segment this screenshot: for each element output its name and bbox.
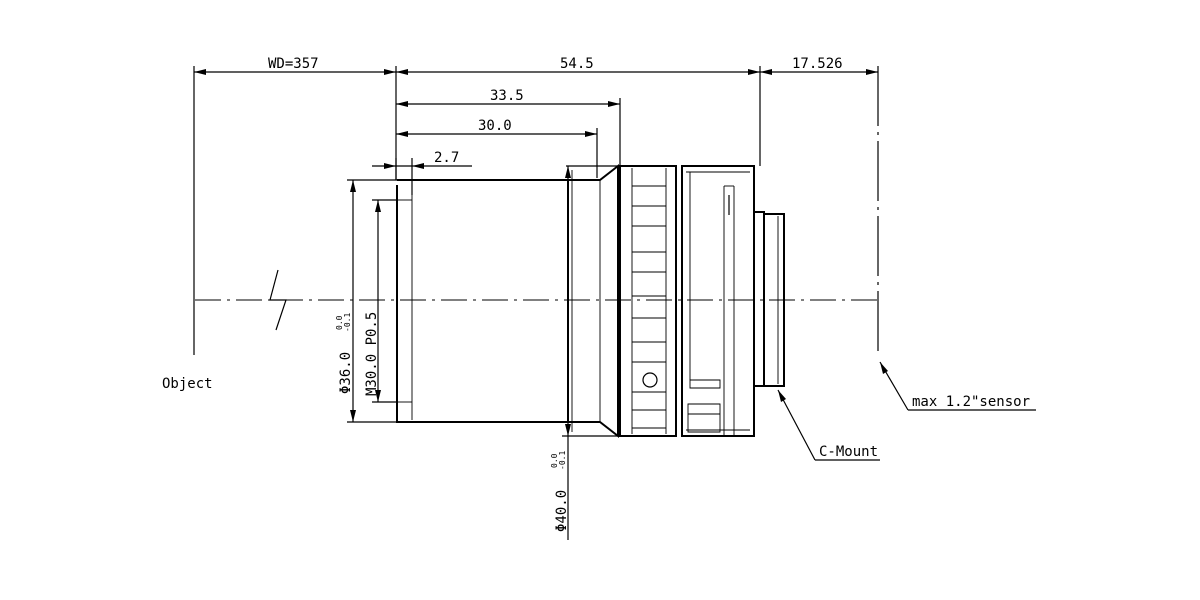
dimension-flange-to-sensor [760, 69, 878, 75]
flange-distance-label: 17.526 [792, 56, 843, 72]
filter-thread-label: M30.0 P0.5 [364, 312, 380, 396]
dimension-filter-thread [372, 199, 397, 403]
dimension-30-0 [396, 128, 598, 178]
dimension-body-diameter [562, 166, 620, 540]
length-33-label: 33.5 [490, 88, 524, 104]
lens-body [396, 163, 785, 439]
body-diameter-tol-lower: -0.1 [558, 451, 567, 470]
dimension-front-diameter [347, 179, 397, 423]
sensor-label: max 1.2"sensor [912, 394, 1030, 410]
dimension-working-distance [194, 69, 396, 75]
object-label: Object [162, 376, 213, 392]
body-diameter-label: Φ40.0 [554, 490, 570, 532]
dimension-2-7 [372, 158, 472, 195]
locking-screw-hole [642, 372, 658, 388]
c-mount-label: C-Mount [819, 444, 878, 460]
front-diameter-tol-upper: 0.0 [335, 315, 344, 330]
c-mount-leader [777, 389, 880, 461]
body-diameter-tol-upper: 0.0 [550, 453, 559, 468]
front-diameter-tol-lower: -0.1 [343, 313, 352, 332]
overall-length-label: 54.5 [560, 56, 594, 72]
dimension-33-5 [396, 98, 621, 166]
front-diameter-label: Φ36.0 [338, 352, 354, 394]
length-2-7-label: 2.7 [434, 150, 459, 166]
wd-label: WD=357 [268, 56, 319, 72]
dimension-overall-length [396, 69, 760, 75]
sensor-leader [879, 361, 1036, 411]
length-30-label: 30.0 [478, 118, 512, 134]
axis-break-mark [269, 269, 287, 331]
